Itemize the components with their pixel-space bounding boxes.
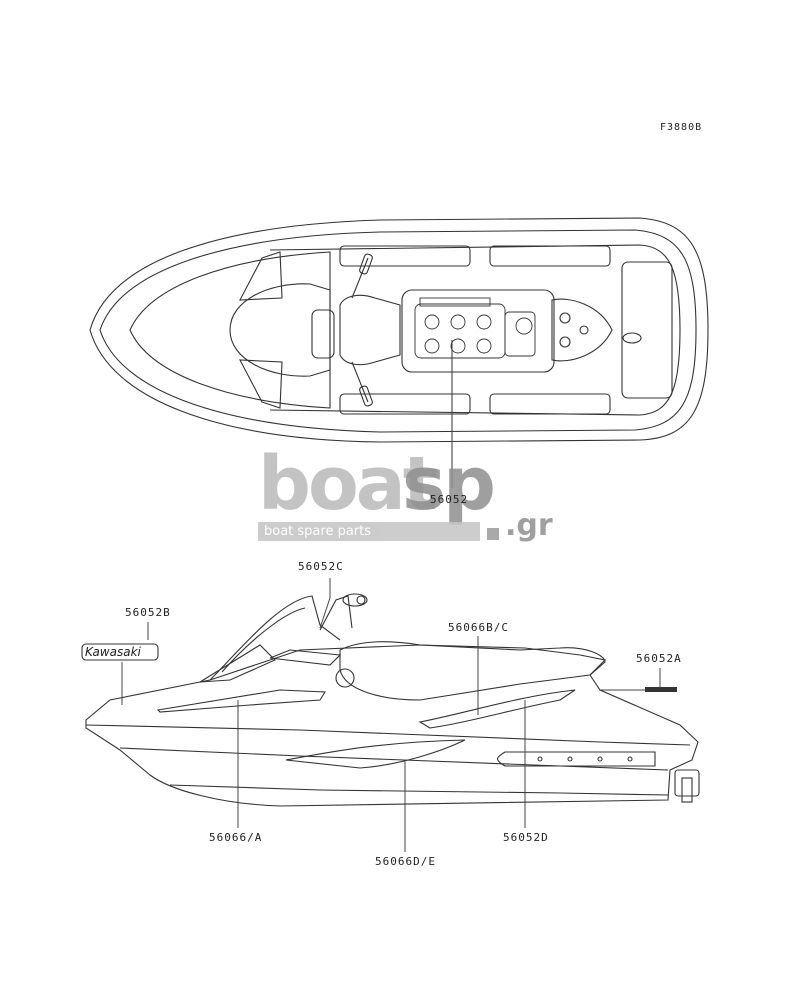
callout-56066a: 56066/A bbox=[209, 831, 263, 844]
kawasaki-decal-text: Kawasaki bbox=[85, 645, 141, 659]
callout-56052b: 56052B bbox=[125, 606, 171, 619]
watermark-word1: boat bbox=[258, 441, 438, 527]
top-view-hull bbox=[89, 217, 709, 443]
watermark-word2: sp bbox=[402, 441, 496, 527]
56052a-decal bbox=[645, 687, 677, 692]
watermark-suffix: .gr bbox=[505, 508, 553, 543]
callout-56066bc: 56066B/C bbox=[448, 621, 509, 634]
callout-56066de: 56066D/E bbox=[375, 855, 436, 868]
callout-56052a: 56052A bbox=[636, 652, 682, 665]
callout-56052c: 56052C bbox=[298, 560, 344, 573]
watermark-dot bbox=[487, 528, 499, 540]
callout-56052: 56052 bbox=[430, 493, 469, 506]
diagram-code: F3880B bbox=[660, 122, 703, 133]
side-view-hull bbox=[85, 593, 700, 807]
callout-56052d: 56052D bbox=[503, 831, 549, 844]
kawasaki-decal bbox=[81, 643, 159, 661]
watermark-tagline: boat spare parts bbox=[258, 522, 480, 541]
